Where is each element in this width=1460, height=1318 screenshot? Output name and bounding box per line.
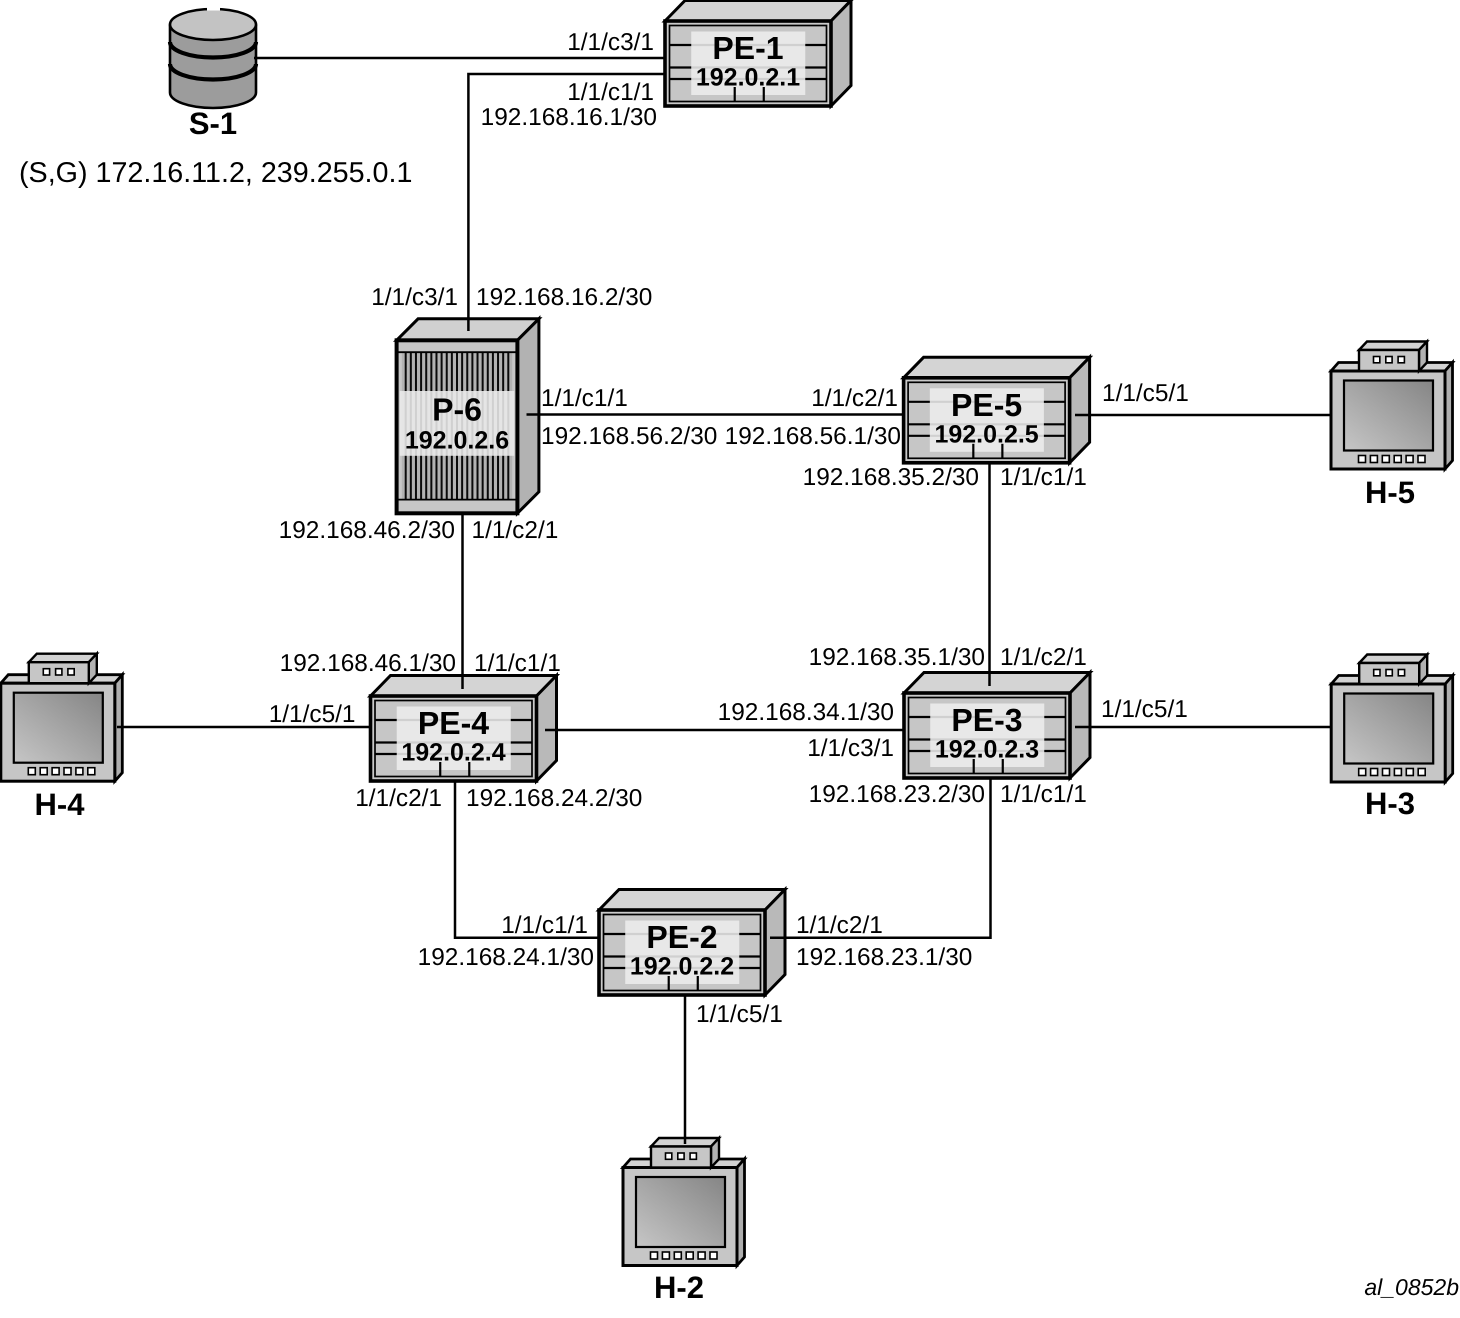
svg-text:1/1/c1/1: 1/1/c1/1 xyxy=(474,650,561,677)
svg-text:PE-5: PE-5 xyxy=(951,387,1022,423)
svg-text:P-6: P-6 xyxy=(432,392,482,428)
svg-text:PE-4: PE-4 xyxy=(418,705,489,741)
svg-text:1/1/c1/1: 1/1/c1/1 xyxy=(1000,781,1087,808)
svg-text:192.168.35.2/30: 192.168.35.2/30 xyxy=(803,464,979,491)
svg-text:1/1/c2/1: 1/1/c2/1 xyxy=(472,517,559,544)
svg-text:1/1/c2/1: 1/1/c2/1 xyxy=(355,785,442,812)
svg-text:1/1/c2/1: 1/1/c2/1 xyxy=(796,912,883,939)
svg-text:192.0.2.4: 192.0.2.4 xyxy=(401,739,505,767)
svg-text:1/1/c1/1: 1/1/c1/1 xyxy=(1000,464,1087,491)
svg-text:192.0.2.1: 192.0.2.1 xyxy=(696,64,800,92)
svg-text:1/1/c2/1: 1/1/c2/1 xyxy=(1000,644,1087,671)
svg-text:1/1/c3/1: 1/1/c3/1 xyxy=(807,735,894,762)
svg-text:1/1/c1/1: 1/1/c1/1 xyxy=(501,912,588,939)
svg-text:192.168.46.2/30: 192.168.46.2/30 xyxy=(279,517,455,544)
svg-text:1/1/c5/1: 1/1/c5/1 xyxy=(1101,696,1188,723)
svg-text:1/1/c3/1: 1/1/c3/1 xyxy=(371,284,458,311)
svg-text:1/1/c5/1: 1/1/c5/1 xyxy=(269,701,356,728)
svg-text:192.168.56.2/30: 192.168.56.2/30 xyxy=(541,423,717,450)
svg-text:PE-2: PE-2 xyxy=(646,919,717,955)
svg-text:PE-3: PE-3 xyxy=(951,702,1022,738)
svg-text:1/1/c5/1: 1/1/c5/1 xyxy=(696,1001,783,1028)
svg-text:192.168.34.1/30: 192.168.34.1/30 xyxy=(718,699,894,726)
svg-text:H-5: H-5 xyxy=(1365,475,1415,510)
svg-text:S-1: S-1 xyxy=(189,106,237,141)
svg-text:al_0852b: al_0852b xyxy=(1364,1274,1459,1300)
svg-text:1/1/c2/1: 1/1/c2/1 xyxy=(811,385,898,412)
svg-text:1/1/c1/1: 1/1/c1/1 xyxy=(567,79,654,106)
svg-text:192.168.24.2/30: 192.168.24.2/30 xyxy=(466,785,642,812)
svg-text:192.0.2.6: 192.0.2.6 xyxy=(405,427,509,455)
svg-text:192.168.24.1/30: 192.168.24.1/30 xyxy=(418,944,594,971)
svg-text:192.0.2.5: 192.0.2.5 xyxy=(934,420,1038,448)
svg-text:192.168.46.1/30: 192.168.46.1/30 xyxy=(280,650,456,677)
svg-text:192.168.35.1/30: 192.168.35.1/30 xyxy=(809,644,985,671)
svg-text:1/1/c3/1: 1/1/c3/1 xyxy=(567,29,654,56)
svg-text:192.168.23.1/30: 192.168.23.1/30 xyxy=(796,944,972,971)
svg-text:1/1/c5/1: 1/1/c5/1 xyxy=(1102,380,1189,407)
svg-text:H-2: H-2 xyxy=(654,1270,704,1305)
svg-text:PE-1: PE-1 xyxy=(712,30,783,66)
svg-text:192.168.16.2/30: 192.168.16.2/30 xyxy=(476,284,652,311)
svg-text:192.168.56.1/30: 192.168.56.1/30 xyxy=(725,423,901,450)
svg-text:1/1/c1/1: 1/1/c1/1 xyxy=(541,385,628,412)
svg-text:(S,G) 172.16.11.2, 239.255.0.1: (S,G) 172.16.11.2, 239.255.0.1 xyxy=(19,157,412,189)
svg-text:192.168.23.2/30: 192.168.23.2/30 xyxy=(809,781,985,808)
svg-text:192.168.16.1/30: 192.168.16.1/30 xyxy=(481,104,657,131)
svg-text:H-4: H-4 xyxy=(35,787,86,822)
svg-text:192.0.2.3: 192.0.2.3 xyxy=(935,736,1039,764)
svg-text:H-3: H-3 xyxy=(1365,786,1415,821)
svg-text:192.0.2.2: 192.0.2.2 xyxy=(630,953,734,981)
